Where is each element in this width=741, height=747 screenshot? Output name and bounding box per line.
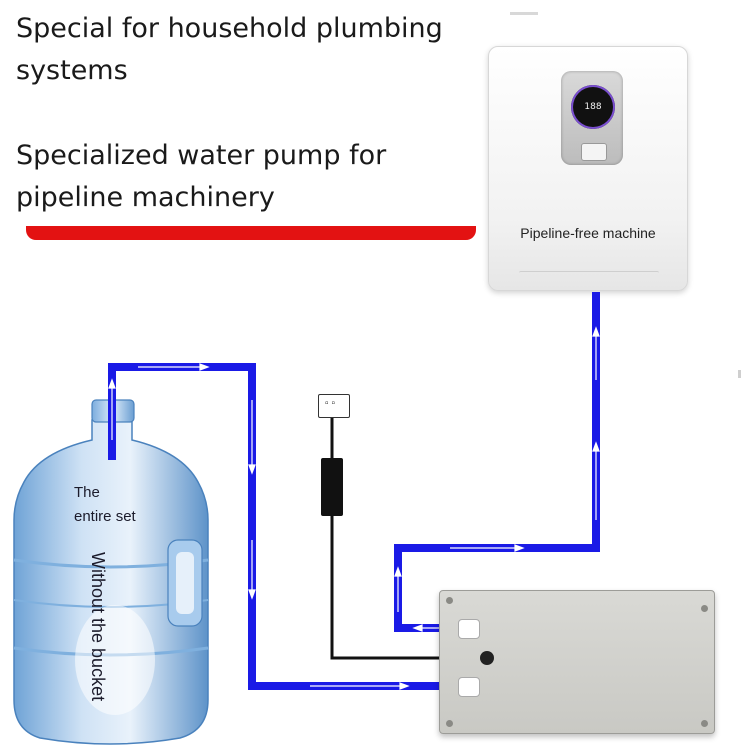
outlet-port: [458, 619, 480, 639]
power-adapter: [321, 458, 343, 516]
decorative-dash: [510, 12, 538, 15]
red-underline: [26, 226, 476, 240]
machine-base: [519, 271, 659, 286]
outlet-pipe: [394, 292, 600, 632]
bucket-label-line1: The: [74, 484, 100, 501]
machine-control-panel: 188: [561, 71, 623, 165]
screw: [446, 597, 453, 604]
water-pump-box: [439, 590, 715, 734]
headline-household-plumbing: Special for household plumbing systems: [16, 13, 443, 86]
machine-label: Pipeline-free machine: [520, 225, 656, 241]
power-port: [480, 651, 494, 665]
machine-display: 188: [571, 85, 615, 129]
bucket-label-line2: entire set: [74, 508, 136, 525]
screw: [446, 720, 453, 727]
flow-arrows: [108, 326, 600, 690]
machine-spout: [581, 143, 607, 161]
bucket-vertical-label: Without the bucket: [88, 552, 108, 702]
screw: [701, 720, 708, 727]
water-bucket: [13, 399, 209, 745]
decorative-mark: [738, 370, 741, 378]
headline-specialized-pump: Specialized water pump for pipeline mach…: [16, 140, 387, 213]
screw: [701, 605, 708, 612]
inlet-port: [458, 677, 480, 697]
plug-symbol: ▫▫: [325, 398, 339, 409]
pipeline-free-machine: 188 Pipeline-free machine: [488, 46, 688, 291]
power-cable-lower: [330, 516, 486, 660]
power-plug: ▫▫: [318, 394, 350, 418]
